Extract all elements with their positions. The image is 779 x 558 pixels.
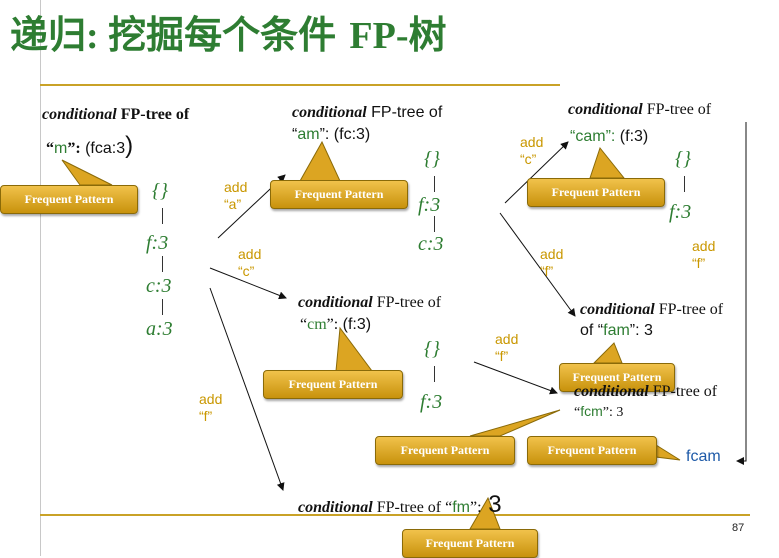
- add-label-a: add“a”: [224, 179, 248, 212]
- arrow-cam-to-fcam: [736, 122, 747, 465]
- frequent-pattern-badge-cm: Frequent Pattern: [263, 370, 403, 399]
- footer-rule: [40, 514, 750, 516]
- callout-pointer-m: [61, 159, 113, 186]
- arrow-am-to-cam: [504, 141, 569, 204]
- edge-m-1: [162, 208, 163, 224]
- frequent-pattern-badge-fcam: Frequent Pattern: [527, 436, 657, 465]
- root-node-cam: {}: [675, 148, 691, 170]
- cond-base-cm: “cm”: (f:3): [300, 316, 372, 333]
- add-label-c-1: add“c”: [238, 246, 262, 279]
- cond-base-fcm: “fcm”: 3: [574, 403, 624, 420]
- root-node-m: {}: [152, 180, 168, 202]
- cond-base-cam: “cam”: (f:3): [570, 128, 649, 145]
- node-m-c: c:3: [146, 275, 172, 297]
- frequent-pattern-badge-cam: Frequent Pattern: [527, 178, 665, 207]
- node-cm-f: f:3: [420, 391, 443, 413]
- header-m: conditional FP-tree of: [42, 106, 190, 123]
- arrow-m-to-fm: [209, 287, 285, 491]
- arrow-m-to-cm: [209, 267, 287, 300]
- callout-pointer-cm: [335, 326, 373, 372]
- final-pattern-fcam: fcam: [686, 448, 721, 465]
- frequent-pattern-badge-fam: Frequent Pattern: [559, 363, 675, 392]
- add-label-f-4: add“f”: [495, 331, 519, 364]
- header-fm: conditional FP-tree of “fm”: 3: [298, 491, 502, 518]
- title-underline: [40, 84, 560, 86]
- callout-pointer-cam: [589, 146, 626, 179]
- header-cam: conditional FP-tree of: [568, 101, 712, 118]
- callout-pointer-am: [299, 140, 341, 182]
- cond-base-am: “am”: (fc:3): [292, 126, 371, 143]
- callout-pointer-fcam: [655, 444, 681, 461]
- root-node-am: {}: [424, 148, 440, 170]
- node-m-f: f:3: [146, 232, 169, 254]
- arrow-am-to-fam: [499, 212, 576, 317]
- edge-am-1: [434, 176, 435, 192]
- add-label-f-1: add“f”: [199, 391, 223, 424]
- add-label-f-2: add“f”: [540, 246, 564, 279]
- frequent-pattern-badge-fcm: Frequent Pattern: [375, 436, 515, 465]
- arrow-cm-to-fcm: [473, 361, 558, 395]
- header-fcm: conditional FP-tree of: [574, 383, 718, 400]
- frequent-pattern-badge-fm: Frequent Pattern: [402, 529, 538, 558]
- add-label-c-2: add“c”: [520, 134, 544, 167]
- left-margin-line: [40, 0, 41, 556]
- frequent-pattern-badge-m: Frequent Pattern: [0, 185, 138, 214]
- callout-pointer-fcm: [469, 409, 561, 437]
- node-am-f: f:3: [418, 194, 441, 216]
- node-cam-f: f:3: [669, 201, 692, 223]
- page-number: 87: [732, 522, 745, 534]
- edge-am-2: [434, 216, 435, 232]
- callout-pointer-fam: [592, 342, 623, 364]
- edge-cam-1: [684, 176, 685, 192]
- root-node-cm: {}: [424, 338, 440, 360]
- header-fam: conditional FP-tree of: [580, 301, 724, 318]
- cond-base-m: “m”: (fca:3): [46, 132, 134, 159]
- edge-m-3: [162, 299, 163, 315]
- frequent-pattern-badge-am: Frequent Pattern: [270, 180, 408, 209]
- node-m-a: a:3: [146, 318, 173, 340]
- edge-m-2: [162, 256, 163, 272]
- slide-title: 递归: 挖掘每个条件 FP-树: [10, 13, 447, 57]
- add-label-f-3: add“f”: [692, 238, 716, 271]
- header-cm: conditional FP-tree of: [298, 294, 442, 311]
- header-am: conditional FP-tree of: [292, 104, 443, 121]
- cond-base-fam: of “fam”: 3: [580, 322, 653, 339]
- edge-cm-1: [434, 366, 435, 382]
- node-am-c: c:3: [418, 233, 444, 255]
